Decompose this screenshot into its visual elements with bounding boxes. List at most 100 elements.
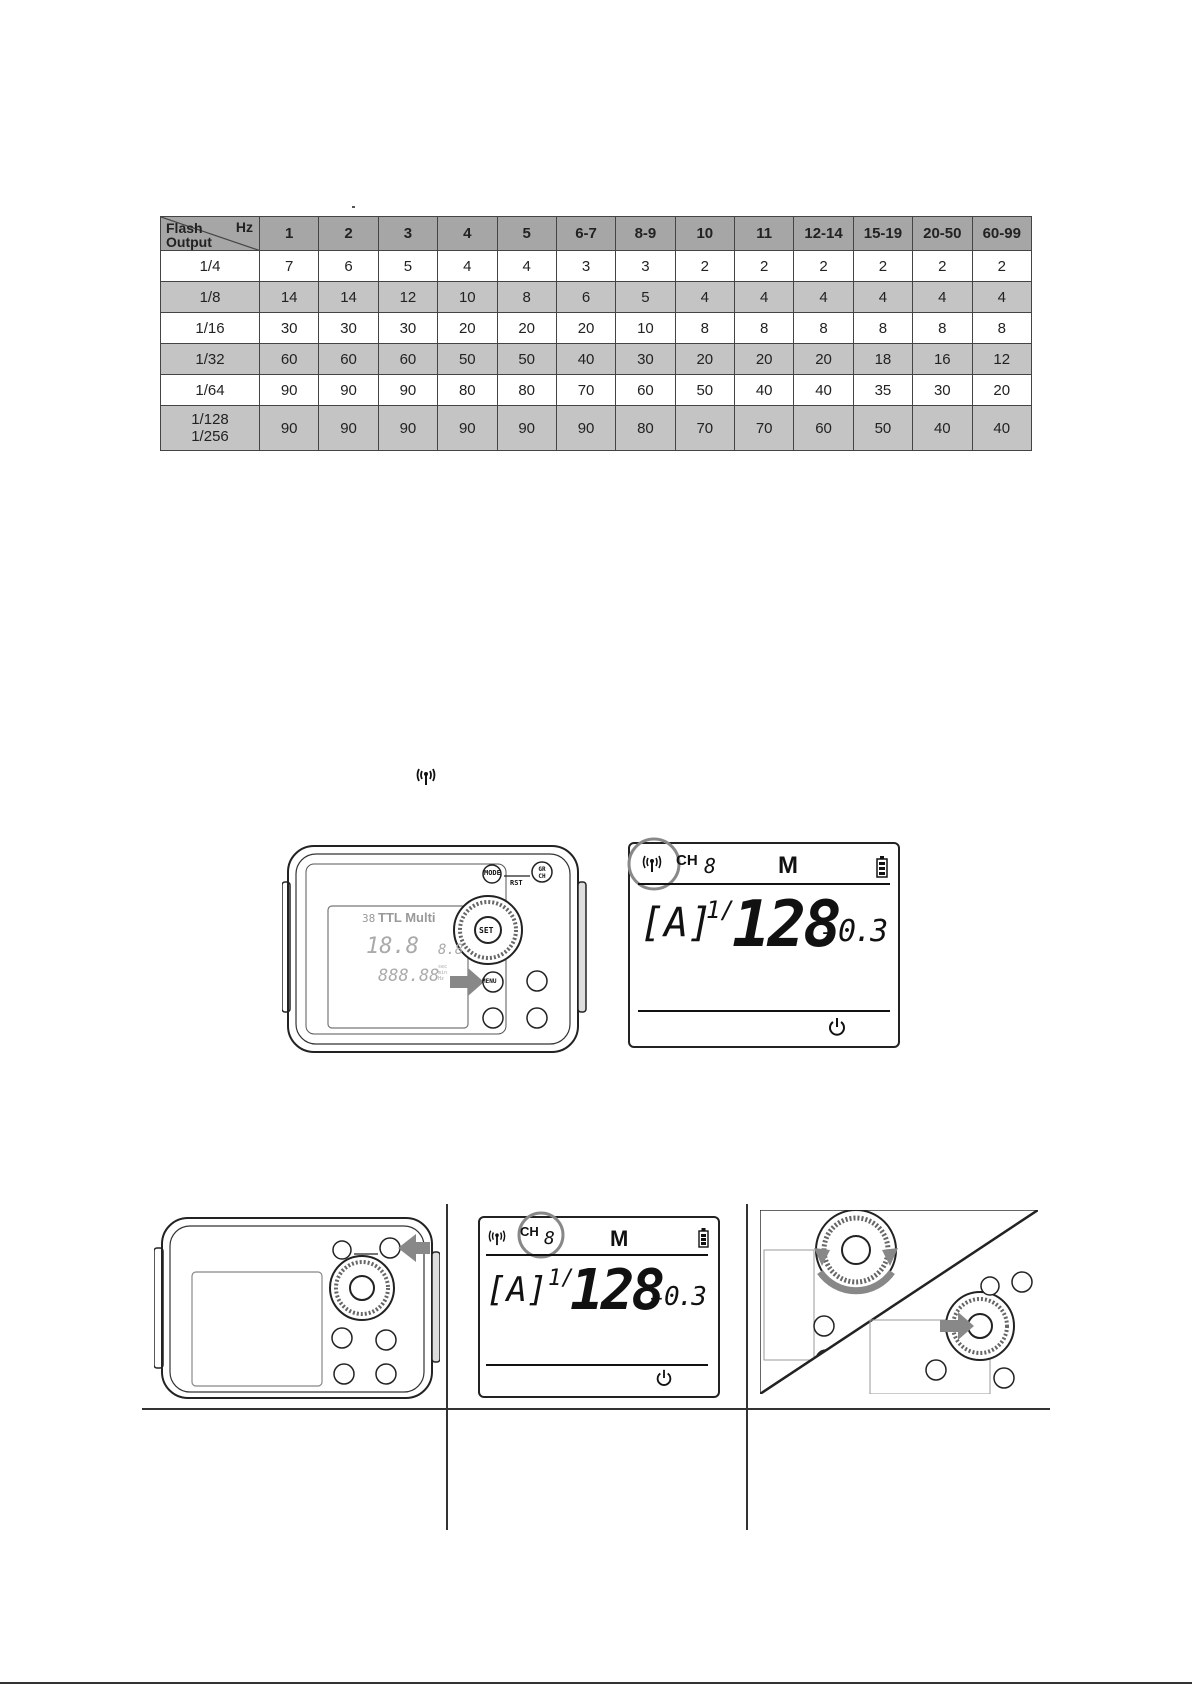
table-cell: 8 (852, 312, 914, 344)
row-label-text: 1/256 (191, 428, 229, 445)
col-header: 4 (437, 216, 498, 251)
table-cell: 20 (496, 312, 557, 344)
compensation-value: 0.3 (838, 914, 888, 949)
group-letter: A (664, 900, 689, 946)
table-cell: 14 (258, 281, 320, 313)
power-icon (656, 1369, 672, 1386)
table-cell: 60 (258, 343, 320, 375)
table-cell: 90 (318, 405, 379, 451)
menu-button-label: MENU (482, 978, 497, 985)
table-cell: 90 (258, 374, 320, 406)
grid-divider-horizontal (142, 1408, 1050, 1410)
table-cell: 3 (615, 250, 676, 282)
row-label-text: 1/16 (195, 319, 225, 337)
col-header: 8-9 (615, 216, 676, 251)
table-cell: 30 (615, 343, 676, 375)
table-cell: 12 (971, 343, 1032, 375)
gr-ch-button-label: GR CH (538, 866, 546, 880)
table-cell: 60 (318, 343, 379, 375)
wireless-antenna-icon (416, 768, 436, 785)
table-cell: 60 (377, 343, 439, 375)
table-cell: 18 (852, 343, 914, 375)
table-cell: 90 (437, 405, 498, 451)
table-cell: 30 (258, 312, 320, 344)
col-header: 15-19 (852, 216, 914, 251)
table-cell: 30 (912, 374, 973, 406)
row-label-text: 1/64 (195, 381, 225, 399)
lcd-bottom-divider (486, 1364, 708, 1366)
row-label: 1/64 (160, 374, 260, 406)
table-cell: 2 (971, 250, 1032, 282)
col-header: 60-99 (971, 216, 1032, 251)
plus-sign: + (650, 1286, 663, 1311)
flash-device-rear-panel (282, 845, 587, 1053)
table-cell: 8 (793, 312, 854, 344)
row-label-text: 1/32 (195, 350, 225, 368)
table-cell: 60 (615, 374, 676, 406)
table-cell: 4 (852, 281, 914, 313)
mode-indicator: M (610, 1226, 629, 1251)
row-label: 1/16 (160, 312, 260, 344)
corner-diagonal (161, 217, 261, 251)
channel-value: 8 (704, 854, 717, 878)
col-header: 1 (258, 216, 320, 251)
lcd-detail-panel (478, 1216, 720, 1398)
channel-label: CH (676, 852, 698, 869)
highlight-circle (517, 1211, 565, 1259)
table-cell: 60 (793, 405, 854, 451)
output-label: Output (166, 234, 212, 250)
col-header: 2 (318, 216, 379, 251)
col-header: 12-14 (793, 216, 854, 251)
table-cell: 80 (437, 374, 498, 406)
wireless-antenna-icon (642, 855, 662, 872)
group-indicator: [A] (640, 900, 713, 946)
grid-divider-vertical-1 (446, 1204, 448, 1530)
table-cell: 8 (971, 312, 1032, 344)
table-cell: 6 (318, 250, 379, 282)
table-cell: 20 (437, 312, 498, 344)
col-header: 20-50 (912, 216, 973, 251)
table-cell: 90 (377, 374, 439, 406)
col-header: 6-7 (555, 216, 617, 251)
power-icon (829, 1018, 845, 1036)
preview-units: sec min Hz (438, 964, 448, 982)
table-cell: 70 (733, 405, 795, 451)
table-cell: 10 (437, 281, 498, 313)
table-cell: 30 (318, 312, 379, 344)
table-cell: 12 (377, 281, 439, 313)
table-cell: 7 (258, 250, 320, 282)
grid-divider-vertical-2 (746, 1204, 748, 1530)
table-cell: 2 (733, 250, 795, 282)
table-cell: 8 (674, 312, 736, 344)
table-cell: 8 (733, 312, 795, 344)
channel-label: CH (520, 1224, 539, 1239)
row-label: 1/4 (160, 250, 260, 282)
table-cell: 8 (912, 312, 973, 344)
flash-label: Flash (166, 220, 203, 236)
table-cell: 90 (377, 405, 439, 451)
table-cell: 4 (793, 281, 854, 313)
table-cell: 40 (555, 343, 617, 375)
lcd-top-divider (638, 883, 890, 885)
table-cell: 50 (852, 405, 914, 451)
battery-icon (698, 1228, 709, 1248)
preview-power: 18.8 (366, 934, 419, 959)
table-cell: 50 (674, 374, 736, 406)
set-button-label: SET (479, 926, 494, 935)
rst-label: RST (510, 879, 523, 887)
table-cell: 80 (615, 405, 676, 451)
compensation-value: 0.3 (664, 1282, 707, 1312)
table-cell: 2 (912, 250, 973, 282)
row-label: 1/32 (160, 343, 260, 375)
col-header: 10 (674, 216, 736, 251)
row-label-text: 1/4 (199, 257, 221, 275)
table-cell: 5 (615, 281, 676, 313)
table-cell: 50 (437, 343, 498, 375)
table-cell: 20 (971, 374, 1032, 406)
table-cell: 4 (496, 250, 557, 282)
